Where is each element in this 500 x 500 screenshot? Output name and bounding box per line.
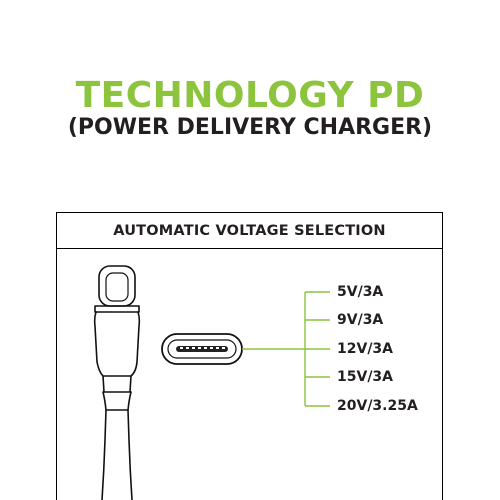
voltage-option-20v: 20V/3.25A: [337, 398, 418, 414]
page-title: TECHNOLOGY PD: [75, 75, 425, 116]
panel-header: AUTOMATIC VOLTAGE SELECTION: [57, 213, 442, 249]
voltage-option-15v: 15V/3A: [337, 369, 394, 385]
usb-c-cable-icon: [93, 265, 141, 500]
voltage-option-5v: 5V/3A: [337, 284, 384, 300]
usb-c-port-icon: [161, 333, 243, 365]
voltage-connector-lines: [242, 291, 330, 407]
voltage-panel: AUTOMATIC VOLTAGE SELECTION: [56, 212, 443, 500]
voltage-option-12v: 12V/3A: [337, 341, 394, 357]
voltage-option-9v: 9V/3A: [337, 312, 384, 328]
page-subtitle: (POWER DELIVERY CHARGER): [67, 115, 433, 140]
